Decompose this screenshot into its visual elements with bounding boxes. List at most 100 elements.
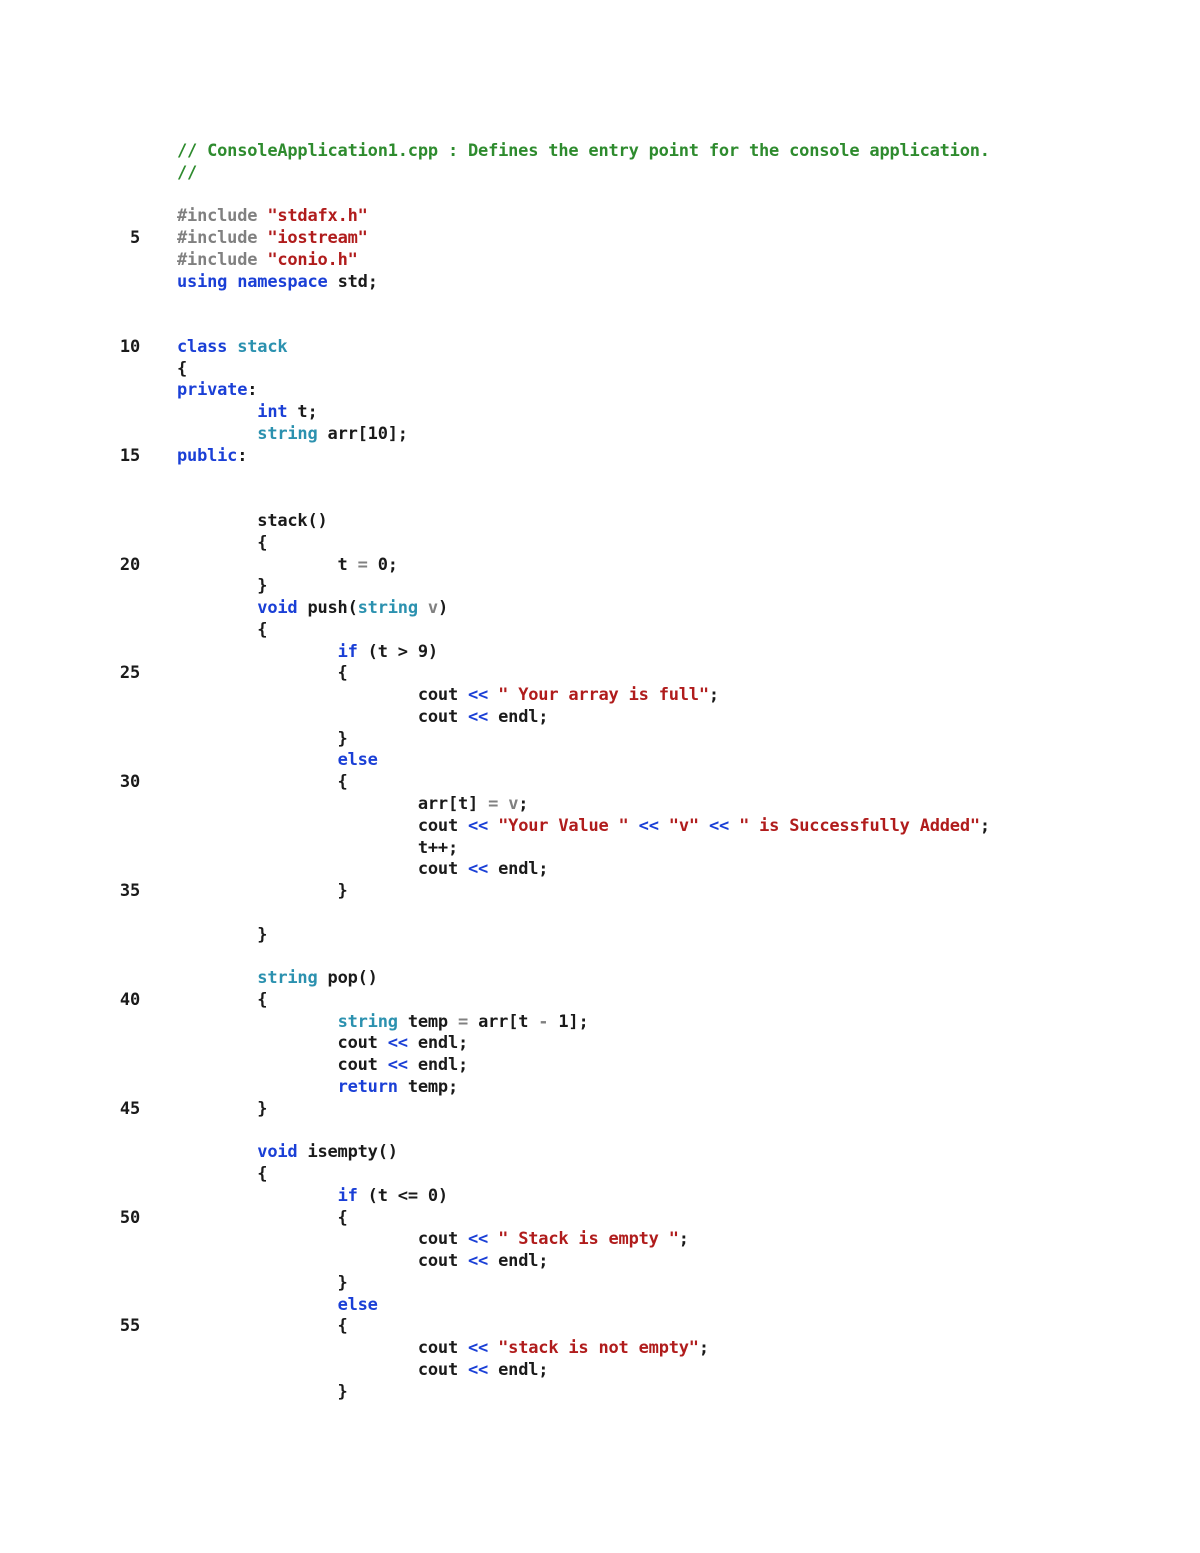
code-token: >: [397, 641, 408, 662]
code-text: stack(): [177, 511, 327, 533]
code-token: {: [177, 532, 268, 553]
code-token: stack: [237, 336, 288, 357]
code-token: v: [508, 793, 519, 814]
code-text: void push(string v): [177, 598, 448, 620]
code-token: private: [177, 380, 248, 401]
code-line: if (t <= 0): [0, 1186, 1200, 1208]
code-text: cout << " Stack is empty ";: [177, 1229, 689, 1251]
code-token: temp;: [397, 1076, 458, 1097]
code-token: void: [257, 1142, 298, 1163]
code-token: arr[10];: [317, 423, 408, 444]
code-text: void isempty(): [177, 1142, 398, 1164]
line-number: 10: [119, 336, 140, 357]
code-token: return: [337, 1076, 398, 1097]
code-token: }: [177, 881, 348, 902]
code-line: }: [0, 1382, 1200, 1404]
code-text: cout << endl;: [177, 1055, 469, 1077]
code-text: {: [177, 620, 267, 642]
code-line: 50 {: [0, 1208, 1200, 1230]
code-text: {: [177, 1316, 348, 1338]
code-token: using: [177, 271, 228, 292]
code-text: if (t > 9): [177, 641, 439, 664]
code-line: {: [0, 359, 1200, 381]
code-text: cout << endl;: [177, 707, 549, 729]
code-token: [177, 402, 257, 422]
code-text: {: [177, 772, 348, 794]
code-token: push(: [297, 598, 358, 619]
code-line: 35 }: [0, 881, 1200, 903]
code-text: cout << endl;: [177, 1251, 549, 1273]
code-line: [0, 315, 1200, 337]
code-token: endl;: [488, 1359, 549, 1380]
code-line: cout << " Your array is full";: [0, 685, 1200, 707]
code-token: {: [177, 1163, 268, 1184]
line-number: 5: [129, 228, 140, 249]
line-number: 20: [119, 554, 140, 575]
code-token: " Your array is full": [498, 685, 709, 706]
code-line: t++;: [0, 838, 1200, 860]
code-token: cout: [177, 1033, 388, 1054]
code-token: endl;: [407, 1055, 469, 1076]
line-number: 15: [119, 445, 140, 466]
code-token: else: [337, 1294, 378, 1315]
code-listing: // ConsoleApplication1.cpp : Defines the…: [0, 141, 1200, 1403]
code-token: <<: [468, 685, 489, 706]
code-text: arr[t] = v;: [177, 793, 529, 816]
code-token: <<: [638, 815, 659, 836]
code-token: {: [177, 1207, 348, 1228]
code-token: "v": [668, 815, 699, 836]
code-text: }: [177, 729, 348, 751]
code-token: {: [177, 772, 348, 793]
code-token: }: [177, 1098, 268, 1119]
code-token: " is Successfully Added": [739, 815, 980, 836]
code-token: cout: [177, 859, 469, 880]
code-text: {: [177, 1208, 348, 1230]
code-text: {: [177, 359, 187, 381]
code-line: return temp;: [0, 1077, 1200, 1099]
code-token: [177, 1142, 257, 1162]
code-text: {: [177, 663, 348, 685]
line-number: 45: [119, 1098, 140, 1119]
code-text: else: [177, 1295, 378, 1317]
code-line: cout << endl;: [0, 859, 1200, 881]
code-token: string: [357, 598, 418, 619]
code-text: }: [177, 1273, 348, 1295]
code-line: //: [0, 163, 1200, 185]
code-line: [0, 946, 1200, 968]
line-number: 50: [119, 1207, 140, 1228]
code-line: {: [0, 533, 1200, 555]
code-token: (t: [357, 1185, 398, 1206]
code-text: int t;: [177, 402, 317, 424]
code-token: "stack is not empty": [498, 1338, 699, 1359]
code-text: cout << "stack is not empty";: [177, 1338, 709, 1360]
code-token: <<: [468, 815, 489, 836]
code-token: [177, 1186, 338, 1206]
code-text: // ConsoleApplication1.cpp : Defines the…: [177, 141, 990, 163]
code-token: [177, 642, 338, 662]
code-token: ): [437, 598, 448, 619]
code-line: // ConsoleApplication1.cpp : Defines the…: [0, 141, 1200, 163]
code-line: cout << " Stack is empty ";: [0, 1229, 1200, 1251]
code-token: {: [177, 358, 188, 379]
code-token: ;: [708, 685, 719, 706]
code-line: cout << endl;: [0, 707, 1200, 729]
code-token: [177, 424, 257, 444]
code-line: else: [0, 750, 1200, 772]
line-number: 40: [119, 989, 140, 1010]
code-line: 5#include "iostream": [0, 228, 1200, 250]
code-token: [177, 598, 257, 618]
code-token: <<: [708, 815, 730, 836]
code-token: [177, 1077, 338, 1097]
code-text: {: [177, 1164, 267, 1186]
code-line: if (t > 9): [0, 642, 1200, 664]
code-line: #include "stdafx.h": [0, 206, 1200, 228]
code-line: void push(string v): [0, 598, 1200, 620]
code-token: [418, 598, 428, 618]
code-token: {: [177, 619, 268, 640]
code-token: arr[t]: [177, 793, 489, 814]
code-line: int t;: [0, 402, 1200, 424]
code-line: arr[t] = v;: [0, 794, 1200, 816]
code-text: //: [177, 163, 197, 185]
code-token: =: [458, 1011, 469, 1032]
